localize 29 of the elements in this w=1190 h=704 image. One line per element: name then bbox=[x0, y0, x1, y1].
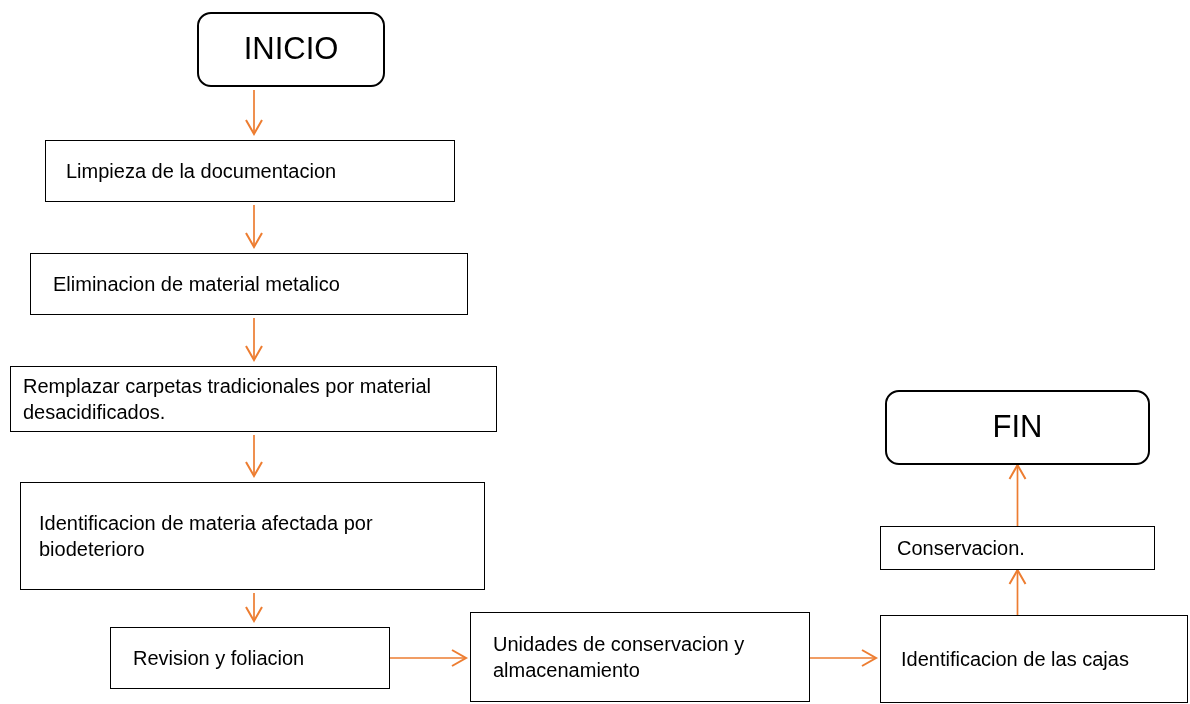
arrow bbox=[809, 649, 877, 667]
step-label: Eliminacion de material metalico bbox=[53, 272, 340, 297]
arrow bbox=[1008, 569, 1027, 616]
arrow bbox=[245, 317, 263, 361]
arrow bbox=[245, 434, 263, 477]
process-box bbox=[10, 366, 497, 432]
process-box bbox=[880, 615, 1188, 703]
terminal-box bbox=[885, 390, 1150, 465]
arrow bbox=[1008, 464, 1027, 527]
step-label: Conservacion. bbox=[897, 536, 1025, 561]
arrow bbox=[245, 204, 263, 248]
process-box bbox=[20, 482, 485, 590]
terminal-box bbox=[197, 12, 385, 87]
step-label: Remplazar carpetas tradicionales por material desacidificados. bbox=[23, 374, 432, 425]
process-box bbox=[110, 627, 390, 689]
terminal-label: FIN bbox=[992, 408, 1043, 447]
arrow bbox=[245, 89, 263, 135]
process-box bbox=[45, 140, 455, 202]
terminal-label: INICIO bbox=[243, 30, 339, 69]
arrow bbox=[245, 592, 263, 622]
step-label: Identificacion de las cajas bbox=[901, 647, 1129, 672]
arrow bbox=[389, 649, 467, 667]
process-box bbox=[30, 253, 468, 315]
step-label: Limpieza de la documentacion bbox=[66, 159, 337, 184]
step-label: Unidades de conservacion y almacenamiento bbox=[493, 632, 746, 683]
process-box bbox=[470, 612, 810, 702]
step-label: Revision y foliacion bbox=[133, 646, 305, 671]
step-label: Identificacion de materia afectada por biodeterioro bbox=[39, 511, 374, 562]
process-box bbox=[880, 526, 1155, 570]
